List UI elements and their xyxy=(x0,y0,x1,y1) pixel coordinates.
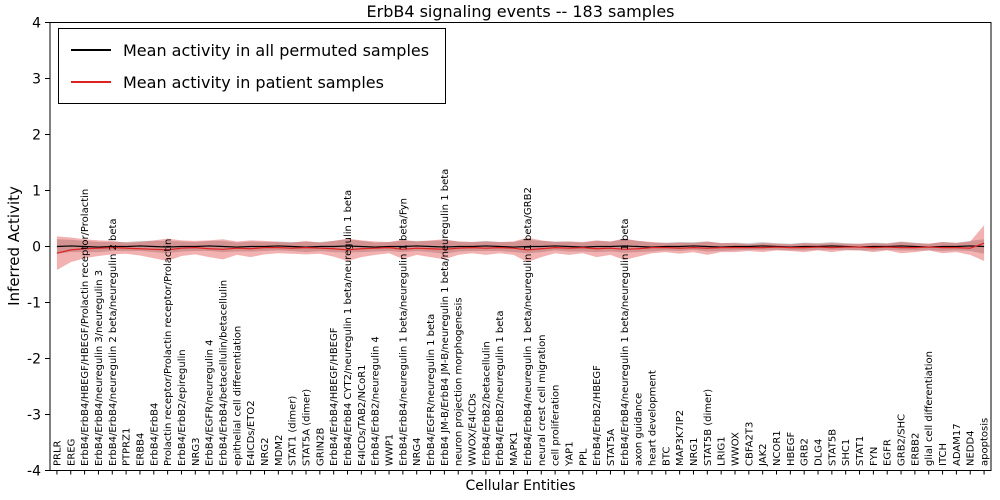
x-tick-label: ErbB4/ErbB2/HBEGF xyxy=(592,365,603,466)
x-tick-label: ErbB4/ErbB4/betacellulin/betacellulin xyxy=(218,280,229,466)
x-tick-label: LRIG1 xyxy=(717,436,728,466)
y-tick-label: 3 xyxy=(32,72,41,88)
x-tick-label: ADAM17 xyxy=(952,423,963,466)
x-tick-label: ErbB4 JM-B/ErbB4 JM-B/neuregulin 1 beta/… xyxy=(440,169,451,466)
permuted-line-swatch xyxy=(71,49,111,51)
x-tick-label: neural crest cell migration xyxy=(537,334,548,466)
x-tick-label: HBEGF xyxy=(786,432,797,466)
x-tick-label: ERBB4 xyxy=(135,433,146,466)
x-tick-label: ErbB4/ErbB2/neuregulin 4 xyxy=(371,336,382,466)
patient-mean-line xyxy=(56,242,985,254)
x-tick-label: Prolactin receptor/Prolactin receptor/Pr… xyxy=(163,239,174,466)
x-tick-label: neuron projection morphogenesis xyxy=(454,298,465,466)
x-tick-label: YAP1 xyxy=(564,441,575,467)
x-tick-label: ErbB4/ErbB4/HBEGF/HBEGF xyxy=(329,327,340,466)
x-tick-label: glial cell differentiation xyxy=(924,351,935,466)
permuted-mean-line xyxy=(56,245,985,248)
x-tick-label: FYN xyxy=(869,447,880,466)
x-tick-label: ErbB4/ErbB4/neuregulin 3/neuregulin 3 xyxy=(94,270,105,466)
x-tick-label: GRB2/SHC xyxy=(897,414,908,466)
x-tick-label: SHC1 xyxy=(841,439,852,466)
x-tick-label: axon guidance xyxy=(634,393,645,466)
x-tick-label: EGFR xyxy=(883,439,894,466)
x-tick-label: WWP1 xyxy=(385,434,396,466)
x-tick-label: apoptosis xyxy=(980,418,991,466)
x-tick-label: STAT5B xyxy=(827,429,838,466)
plot-area xyxy=(56,225,985,271)
x-tick-label: ErbB4/ErbB4/neuregulin 1 beta/neuregulin… xyxy=(620,218,631,466)
x-tick-label: ErbB4/ErbB2/neuregulin 1 beta xyxy=(495,311,506,466)
y-tick-label: -4 xyxy=(27,464,41,480)
x-tick-label: ErbB4/ErbB4 xyxy=(149,403,160,466)
y-tick-label: 2 xyxy=(32,128,41,144)
x-tick-label: CBFA2T3 xyxy=(744,422,755,466)
x-tick-label: E4ICDs/TAB2/NCoR1 xyxy=(357,364,368,466)
y-tick-label: -3 xyxy=(27,408,41,424)
x-tick-label: ErbB4/ErbB4/neuregulin 1 beta/neuregulin… xyxy=(398,198,409,466)
x-tick-label: ITCH xyxy=(938,443,949,466)
x-tick-label: ErbB4/EGFR/neuregulin 1 beta xyxy=(426,314,437,466)
x-tick-label: WWOX xyxy=(730,432,741,466)
x-tick-label: STAT5A (dimer) xyxy=(302,389,313,466)
x-tick-label: JAK2 xyxy=(758,443,769,467)
legend-label-permuted: Mean activity in all permuted samples xyxy=(123,40,430,60)
x-tick-label: MDM2 xyxy=(274,435,285,466)
x-tick-label: BTC xyxy=(661,447,672,466)
x-tick-label: GRB2 xyxy=(800,438,811,466)
x-tick-label: E4ICDs/ETO2 xyxy=(246,400,257,466)
x-tick-label: ErbB4/EGFR/neuregulin 4 xyxy=(205,340,216,467)
x-tick-label: ErbB4/ErbB4/neuregulin 1 beta/neuregulin… xyxy=(523,187,534,466)
x-tick-label: NEDD4 xyxy=(966,430,977,466)
x-tick-label: MAPK1 xyxy=(509,432,520,466)
patient-band xyxy=(56,225,985,271)
x-tick-label: STAT5B (dimer) xyxy=(703,389,714,466)
x-tick-label: STAT1 (dimer) xyxy=(288,396,299,466)
x-tick-label: ErbB4/ErbB4 CYT2/neuregulin 1 beta/neure… xyxy=(343,190,354,466)
chart-title: ErbB4 signaling events -- 183 samples xyxy=(366,2,675,21)
y-tick-label: 4 xyxy=(32,16,41,32)
x-tick-label: NRG3 xyxy=(191,437,202,466)
x-tick-label: ErbB4/ErbB2/betacellulin xyxy=(481,341,492,466)
y-tick-label: -1 xyxy=(27,296,41,312)
legend: Mean activity in all permuted samples Me… xyxy=(58,28,447,104)
x-tick-label: PRLR xyxy=(52,440,63,466)
patient-line-swatch xyxy=(71,81,111,83)
y-axis-label: Inferred Activity xyxy=(5,186,23,306)
x-tick-label: ErbB4/ErbB4/neuregulin 2 beta/neuregulin… xyxy=(108,218,119,466)
x-tick-label: NRG2 xyxy=(260,437,271,466)
x-tick-label: ErbB4/ErbB2/epiregulin xyxy=(177,349,188,466)
y-tick-label: -2 xyxy=(27,352,41,368)
x-tick-label: ErbB4/ErbB4/HBEGF/HBEGF/Prolactin recept… xyxy=(80,189,91,466)
y-tick-label: 0 xyxy=(32,240,41,256)
legend-entry-patient: Mean activity in patient samples xyxy=(71,69,429,95)
x-tick-label: PTPRZ1 xyxy=(122,428,133,466)
x-axis-label: Cellular Entities xyxy=(465,478,576,494)
x-tick-label: NRG1 xyxy=(689,437,700,466)
legend-entry-permuted: Mean activity in all permuted samples xyxy=(71,37,429,63)
x-tick-label: STAT5A xyxy=(606,429,617,466)
x-tick-label: STAT1 xyxy=(855,436,866,466)
x-tick-label: heart development xyxy=(647,370,658,466)
x-tick-label: EREG xyxy=(66,439,77,466)
x-tick-label: ERBB2 xyxy=(910,433,921,466)
x-tick-label: DLG4 xyxy=(814,439,825,466)
x-tick-label: GRIN2B xyxy=(315,428,326,466)
x-tick-label: NCOR1 xyxy=(772,430,783,466)
x-tick-label: cell proliferation xyxy=(551,385,562,466)
x-tick-label: MAP3K7IP2 xyxy=(675,410,686,466)
y-tick-label: 1 xyxy=(32,184,41,200)
x-tick-label: NRG4 xyxy=(412,437,423,466)
x-tick-label: WWOX/E4ICDs xyxy=(468,393,479,466)
x-tick-label: PPL xyxy=(578,448,589,466)
x-tick-label: epithelial cell differentiation xyxy=(232,326,243,466)
legend-label-patient: Mean activity in patient samples xyxy=(123,72,384,92)
